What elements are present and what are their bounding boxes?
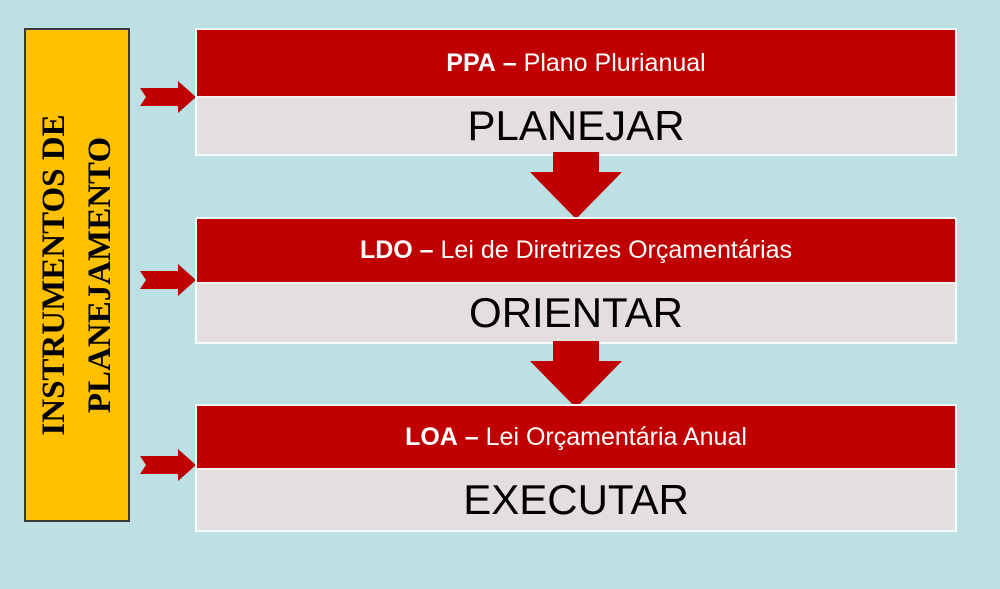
right-arrow-icon: [140, 81, 196, 113]
ldo-abbr: LDO: [359, 236, 413, 264]
ldo-action: ORIENTAR: [197, 282, 955, 342]
planning-instruments-label: INSTRUMENTOS DE PLANEJAMENTO: [31, 114, 123, 435]
loa-abbr: LOA: [405, 422, 458, 451]
ldo-separator: –: [412, 236, 441, 264]
planning-instruments-label-box: INSTRUMENTOS DE PLANEJAMENTO: [24, 28, 130, 522]
right-arrow-icon: [140, 264, 196, 296]
loa-header: LOA – Lei Orçamentária Anual: [197, 406, 955, 468]
sidebar-line-1: INSTRUMENTOS DE: [36, 114, 72, 436]
right-arrow-icon: [140, 449, 196, 481]
ldo-header: LDO – Lei de Diretrizes Orçamentárias: [197, 219, 955, 282]
ppa-header: PPA – Plano Plurianual: [197, 30, 955, 96]
loa-box: LOA – Lei Orçamentária Anual EXECUTAR: [195, 404, 957, 532]
down-arrow-icon: [530, 341, 622, 408]
loa-title: Lei Orçamentária Anual: [485, 422, 747, 451]
ppa-separator: –: [495, 48, 524, 77]
ppa-abbr: PPA: [446, 48, 496, 77]
loa-separator: –: [457, 422, 486, 451]
loa-action: EXECUTAR: [197, 468, 955, 530]
ppa-title: Plano Plurianual: [523, 48, 706, 77]
ppa-box: PPA – Plano Plurianual PLANEJAR: [195, 28, 957, 156]
down-arrow-icon: [530, 152, 622, 219]
ppa-action: PLANEJAR: [197, 96, 955, 154]
ldo-box: LDO – Lei de Diretrizes Orçamentárias OR…: [195, 217, 957, 344]
sidebar-line-2: PLANEJAMENTO: [82, 136, 118, 414]
ldo-title: Lei de Diretrizes Orçamentárias: [440, 236, 793, 264]
